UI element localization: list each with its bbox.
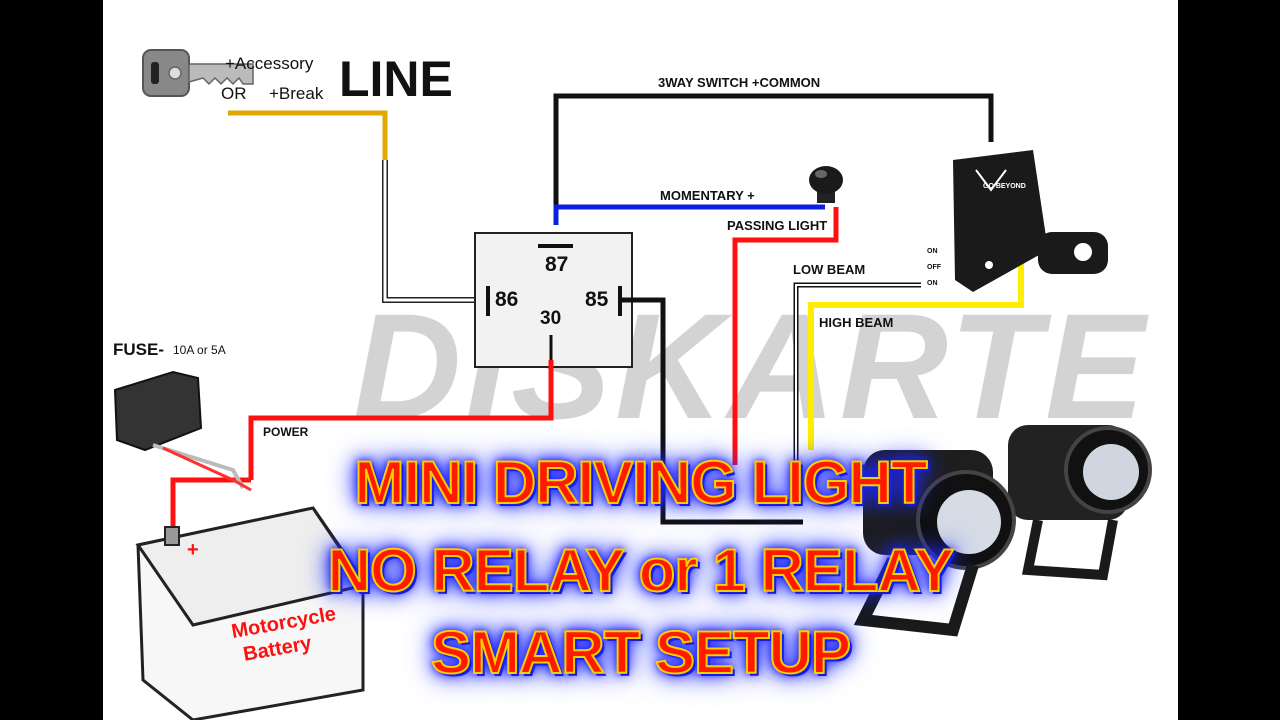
power-wire — [248, 360, 554, 480]
fuse-label: FUSE- — [113, 340, 164, 359]
switch-common-wire — [553, 93, 994, 225]
accessory-wire — [228, 110, 388, 160]
svg-text:+: + — [187, 539, 199, 561]
momentary-wire — [553, 204, 825, 225]
momentary-label: MOMENTARY + — [660, 188, 755, 203]
title-line-2: NO RELAY or 1 RELAY — [327, 536, 956, 605]
switch-on-bottom-label: ON — [927, 280, 938, 287]
title-line-1: MINI DRIVING LIGHT — [354, 448, 929, 517]
low-beam-label: LOW BEAM — [793, 262, 866, 277]
ground-wire-85 — [620, 297, 803, 525]
passing-light-wire — [732, 207, 839, 465]
diagram-canvas: DISKARTE — [103, 0, 1178, 720]
relay-pin-87: 87 — [545, 253, 569, 276]
power-label: POWER — [263, 425, 309, 439]
relay — [474, 232, 633, 368]
driving-light-front — [853, 450, 1016, 637]
break-label: +Break — [269, 84, 324, 103]
battery-icon: + — [135, 506, 368, 720]
passing-light-label: PASSING LIGHT — [727, 218, 828, 233]
relay-pin-86: 86 — [495, 288, 519, 311]
line-label: LINE — [339, 51, 453, 107]
switch-icon — [953, 150, 1108, 292]
momentary-button — [809, 166, 843, 203]
fuse-icon — [113, 370, 252, 492]
white-wire-86 — [382, 160, 487, 303]
wiring-diagram: + — [113, 49, 1152, 720]
accessory-label: +Accessory — [225, 54, 314, 73]
switch-brand-label: GO BEYOND — [983, 183, 1026, 190]
fuse-rating-label: 10A or 5A — [173, 343, 226, 357]
high-beam-label: HIGH BEAM — [819, 315, 894, 330]
or-label: OR — [221, 84, 247, 103]
key-icon — [142, 49, 254, 97]
relay-pin-85: 85 — [585, 288, 609, 311]
title-line-3: SMART SETUP — [430, 618, 852, 687]
switch-on-top-label: ON — [927, 248, 938, 255]
switch-common-label: 3WAY SWITCH +COMMON — [658, 75, 821, 90]
switch-off-label: OFF — [927, 264, 941, 271]
relay-pin-30: 30 — [540, 308, 562, 329]
driving-light-rear — [1008, 425, 1152, 581]
